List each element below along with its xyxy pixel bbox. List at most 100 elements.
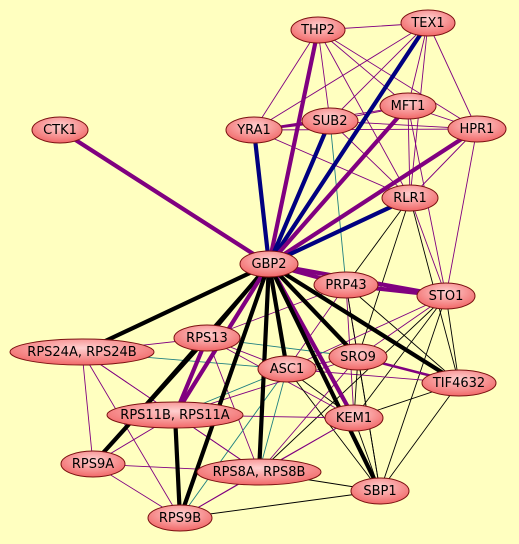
node-label: SBP1 (363, 484, 396, 499)
node-label: SUB2 (313, 114, 348, 129)
node-ellipse (225, 116, 283, 144)
node-ellipse (379, 92, 437, 120)
node-sto1[interactable]: STO1 (416, 282, 476, 310)
node-sro9[interactable]: SRO9 (328, 343, 388, 371)
node-label: RPS11B, RPS11A (120, 408, 230, 423)
edge-rps13-rps9a (90, 335, 210, 467)
edge-yra1-hpr1 (253, 128, 478, 131)
edge-rps13-rps8 (206, 337, 260, 473)
edge-gbp2-hpr1 (266, 126, 480, 267)
edge-gbp2-rps24 (79, 261, 272, 355)
edge-gbp2-sbp1 (266, 261, 383, 494)
node-ellipse (400, 9, 456, 37)
node-hpr1[interactable]: HPR1 (447, 115, 507, 143)
edge-thp2-yra1 (253, 29, 319, 131)
edge-rlr1-sto1 (409, 197, 447, 297)
edge-rlr1-sro9 (357, 197, 411, 358)
edge-tex1-mft1 (407, 22, 429, 107)
edge-hpr1-sto1 (445, 128, 478, 297)
edge-gbp2-tex1 (266, 20, 431, 267)
edge-sto1-kem1 (353, 295, 447, 419)
edge-rlr1-prp43 (345, 197, 411, 286)
node-label: RPS9B (159, 511, 201, 526)
edge-gbp2-asc1 (266, 261, 290, 372)
node-ellipse (447, 115, 507, 143)
node-ctk1[interactable]: CTK1 (31, 116, 89, 144)
node-rps9b[interactable]: RPS9B (147, 504, 213, 532)
node-sub2[interactable]: SUB2 (301, 107, 359, 135)
node-prp43[interactable]: PRP43 (313, 271, 379, 299)
node-rps9a[interactable]: RPS9A (60, 450, 126, 478)
edge-gbp2-tif4632 (266, 261, 462, 386)
edge-rps24-rps9b (81, 351, 181, 519)
edge-rps24-rps9a (81, 351, 94, 465)
edge-tif4632-sbp1 (379, 382, 460, 492)
node-ellipse (106, 401, 244, 429)
node-sbp1[interactable]: SBP1 (350, 477, 410, 505)
edge-sbp1-rps9b (179, 490, 381, 519)
node-label: THP2 (300, 23, 335, 38)
edge-gbp2-ctk1 (57, 127, 272, 267)
node-label: PRP43 (325, 278, 366, 293)
edge-sub2-rlr1 (329, 120, 411, 199)
node-ellipse (60, 450, 126, 478)
node-ellipse (301, 107, 359, 135)
edge-gbp2-rlr1 (266, 195, 413, 267)
node-ellipse (416, 282, 476, 310)
node-ellipse (147, 504, 213, 532)
node-ellipse (9, 338, 155, 366)
node-label: YRA1 (236, 123, 271, 138)
node-rps11[interactable]: RPS11B, RPS11A (106, 401, 244, 429)
edge-mft1-rlr1 (407, 105, 411, 199)
node-ellipse (173, 324, 241, 352)
node-label: CTK1 (43, 123, 77, 138)
node-kem1[interactable]: KEM1 (324, 404, 384, 432)
edge-gbp2-yra1 (251, 127, 272, 267)
node-ellipse (350, 477, 410, 505)
node-rlr1[interactable]: RLR1 (381, 184, 439, 212)
node-ellipse (290, 16, 346, 44)
node-ellipse (31, 116, 89, 144)
edge-gbp2-sro9 (266, 261, 361, 360)
edge-sub2-prp43 (329, 120, 347, 286)
edge-tex1-yra1 (253, 22, 429, 131)
edge-prp43-asc1 (286, 284, 347, 370)
edge-sto1-sbp1 (379, 295, 447, 492)
node-ellipse (196, 458, 322, 486)
edge-sto1-rps8 (258, 295, 447, 473)
edge-prp43-tif4632 (345, 284, 460, 384)
node-tex1[interactable]: TEX1 (400, 9, 456, 37)
node-label: ASC1 (270, 362, 305, 377)
edge-sto1-tif4632 (445, 295, 460, 384)
node-ellipse (313, 271, 379, 299)
node-label: RPS9A (72, 457, 114, 472)
node-rps24[interactable]: RPS24A, RPS24B (9, 338, 155, 366)
edge-asc1-rps9b (179, 368, 288, 519)
node-ellipse (239, 250, 299, 278)
node-mft1[interactable]: MFT1 (379, 92, 437, 120)
node-rps13[interactable]: RPS13 (173, 324, 241, 352)
node-thp2[interactable]: THP2 (290, 16, 346, 44)
edge-thp2-rlr1 (317, 29, 411, 199)
node-label: STO1 (429, 289, 464, 304)
node-ellipse (257, 355, 317, 383)
node-asc1[interactable]: ASC1 (257, 355, 317, 383)
edge-rps11-rps9b (172, 412, 183, 521)
node-rps8[interactable]: RPS8A, RPS8B (196, 458, 322, 486)
node-tif4632[interactable]: TIF4632 (421, 369, 497, 397)
edge-tex1-sub2 (329, 22, 429, 122)
node-label: RPS8A, RPS8B (213, 465, 306, 480)
node-ellipse (324, 404, 384, 432)
edge-gbp2-mft1 (266, 103, 411, 267)
node-yra1[interactable]: YRA1 (225, 116, 283, 144)
node-label: GBP2 (251, 257, 286, 272)
edge-tex1-hpr1 (427, 22, 478, 130)
node-gbp2[interactable]: GBP2 (239, 250, 299, 278)
edge-thp2-hpr1 (317, 29, 478, 130)
edge-thp2-mft1 (317, 29, 409, 107)
node-label: TEX1 (410, 16, 444, 31)
edge-thp2-sub2 (317, 29, 331, 122)
node-label: RPS13 (186, 331, 228, 346)
